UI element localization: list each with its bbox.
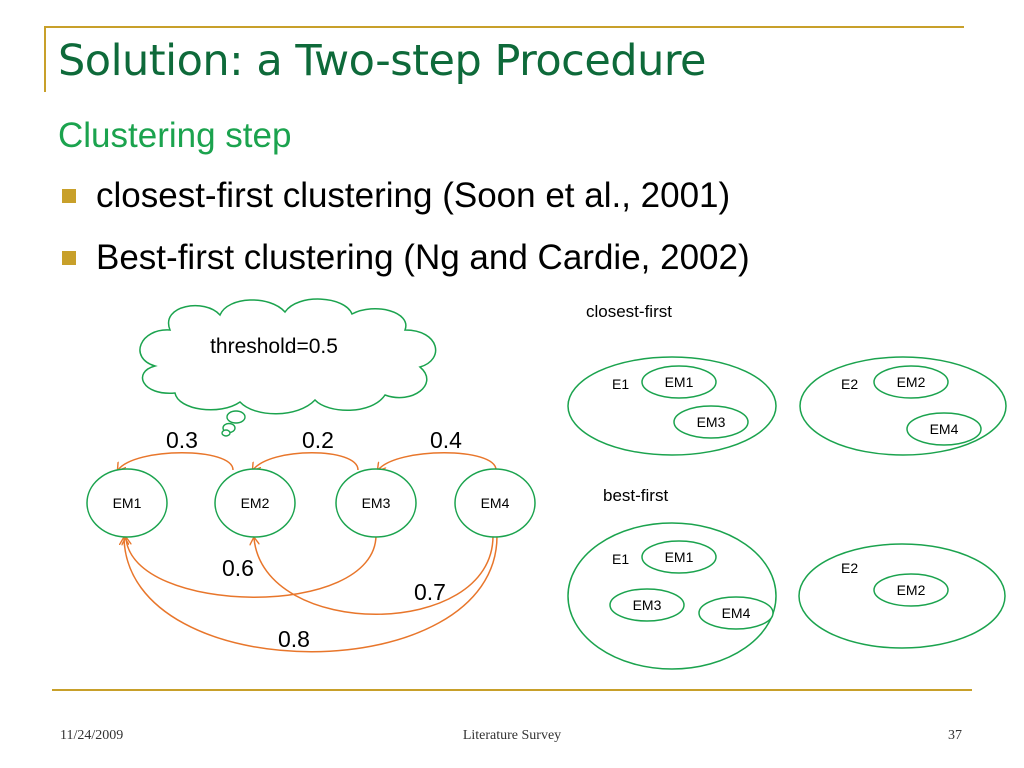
entity-label: E1 — [612, 376, 629, 392]
thought-cloud: threshold=0.5 — [139, 298, 437, 437]
entity-label: E2 — [841, 376, 858, 392]
bullet-text: closest-first clustering (Soon et al., 2… — [96, 176, 731, 215]
best-first-entity-e2: E2 EM2 — [798, 543, 1006, 649]
closest-first-entity-e1: E1 EM1 EM3 — [567, 356, 777, 456]
mention-label: EM4 — [481, 495, 510, 511]
best-first-entity-e1: E1 EM1 EM3 EM4 — [567, 522, 777, 670]
entity-label: E2 — [841, 560, 858, 576]
title-accent-vertical — [44, 26, 46, 92]
arrow-em3-em1 — [126, 534, 377, 598]
entity-member: EM2 — [897, 582, 926, 598]
footer-page-number: 37 — [948, 728, 962, 743]
arrow-em4-em2 — [254, 536, 494, 615]
footer-divider — [52, 689, 972, 691]
entity-member: EM1 — [665, 374, 694, 390]
mention-label: EM2 — [241, 495, 270, 511]
closest-first-label: closest-first — [586, 302, 672, 321]
slide-subheading: Clustering step — [58, 116, 292, 155]
bullet-text: Best-first clustering (Ng and Cardie, 20… — [96, 238, 750, 277]
closest-first-entity-e2: E2 EM2 EM4 — [799, 356, 1007, 456]
entity-label: E1 — [612, 551, 629, 567]
entity-member: EM1 — [665, 549, 694, 565]
title-accent-horizontal — [44, 26, 964, 28]
mention-node-em2: EM2 — [214, 468, 296, 538]
entity-member: EM4 — [930, 421, 959, 437]
score-em1-em3: 0.6 — [222, 555, 254, 581]
entity-member: EM4 — [722, 605, 751, 621]
bullet-square-icon — [62, 189, 76, 203]
score-em2-em3: 0.2 — [302, 427, 334, 453]
mention-label: EM3 — [362, 495, 391, 511]
footer-title: Literature Survey — [462, 728, 562, 743]
mention-node-em3: EM3 — [335, 468, 417, 538]
bullet-item: Best-first clustering (Ng and Cardie, 20… — [62, 238, 750, 278]
entity-member: EM2 — [897, 374, 926, 390]
entity-member: EM3 — [697, 414, 726, 430]
score-em1-em2: 0.3 — [166, 427, 198, 453]
bullet-item: closest-first clustering (Soon et al., 2… — [62, 176, 730, 216]
arrow-em4-em1 — [124, 536, 498, 653]
entity-member: EM3 — [633, 597, 662, 613]
threshold-label: threshold=0.5 — [210, 335, 338, 358]
best-first-label: best-first — [603, 486, 668, 505]
mention-label: EM1 — [113, 495, 142, 511]
arrow-em4-em3 — [378, 452, 497, 470]
arrow-em2-em1 — [118, 452, 234, 470]
mention-node-em4: EM4 — [454, 468, 536, 538]
bullet-square-icon — [62, 251, 76, 265]
slide-title: Solution: a Two-step Procedure — [58, 36, 707, 86]
mention-node-em1: EM1 — [86, 468, 168, 538]
footer-date: 11/24/2009 — [60, 728, 124, 743]
score-em2-em4: 0.7 — [414, 579, 446, 605]
score-em3-em4: 0.4 — [430, 427, 462, 453]
arrow-em3-em2 — [253, 452, 359, 470]
score-em1-em4: 0.8 — [278, 626, 310, 652]
